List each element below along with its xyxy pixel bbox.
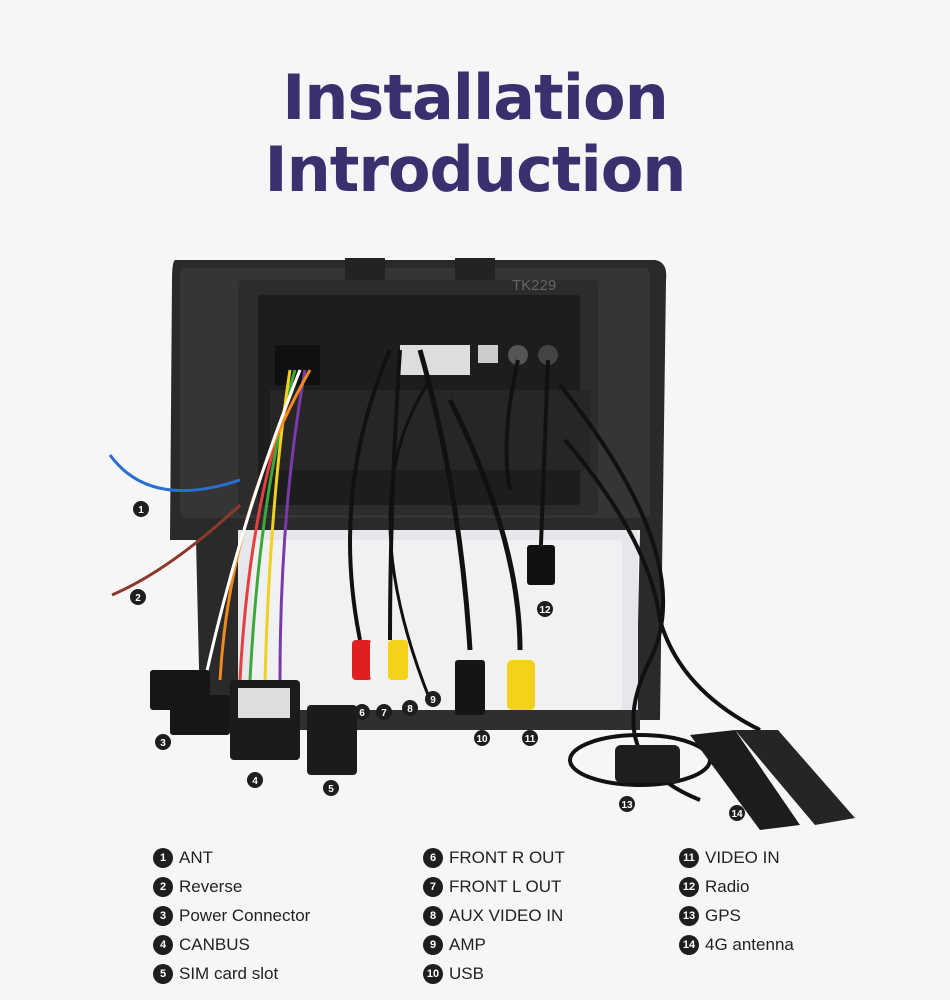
legend-label: GPS	[705, 905, 741, 925]
legend-item: 7 FRONT L OUT	[423, 872, 565, 901]
legend-label: AUX VIDEO IN	[449, 905, 564, 925]
legend-item: 5 SIM card slot	[153, 959, 310, 988]
legend-item: 11 VIDEO IN	[679, 843, 794, 872]
legend-number: 3	[153, 905, 173, 926]
legend-label: AMP	[449, 934, 486, 954]
callout-14: 14	[729, 805, 745, 821]
legend-label: FRONT L OUT	[449, 876, 562, 896]
legend: 1 ANT 2 Reverse 3 Power Connector 4 CANBUS 5…	[0, 843, 950, 993]
callout-2-label: 2	[135, 593, 141, 604]
callout-6-label: 6	[359, 708, 365, 719]
legend-number: 10	[423, 963, 443, 984]
legend-item: 2 Reverse	[153, 872, 310, 901]
legend-item: 8 AUX VIDEO IN	[423, 901, 565, 930]
antennas	[615, 730, 855, 830]
legend-label: Power Connector	[179, 905, 311, 925]
callout-1: 1	[133, 501, 149, 517]
callout-10-label: 10	[476, 734, 488, 745]
callout-10: 10	[474, 730, 490, 746]
callout-13-label: 13	[621, 800, 633, 811]
callout-11: 11	[522, 730, 538, 746]
legend-label: Reverse	[179, 876, 243, 896]
legend-item: 13 GPS	[679, 901, 794, 930]
wire-harness	[108, 349, 761, 802]
callout-1-label: 1	[138, 505, 144, 516]
callout-7: 7	[376, 704, 392, 720]
legend-item: 10 USB	[423, 959, 565, 988]
page-title: Installation Introduction	[0, 62, 950, 206]
callout-9-label: 9	[430, 695, 436, 706]
callout-12-label: 12	[539, 605, 551, 616]
legend-item: 6 FRONT R OUT	[423, 843, 565, 872]
legend-label: FRONT R OUT	[449, 847, 565, 867]
head-unit-photo: TK229	[108, 258, 855, 830]
title-line-2: Introduction	[264, 133, 687, 206]
legend-number: 5	[153, 963, 173, 984]
callout-9: 9	[425, 691, 441, 707]
callout-8: 8	[402, 700, 418, 716]
callout-2: 2	[130, 589, 146, 605]
legend-item: 14 4G antenna	[679, 930, 794, 959]
legend-label: Radio	[705, 876, 750, 896]
legend-label: VIDEO IN	[705, 847, 780, 867]
callout-7-label: 7	[381, 708, 387, 719]
callout-4: 4	[247, 772, 263, 788]
head-unit-frame: TK229	[170, 258, 667, 730]
legend-item: 4 CANBUS	[153, 930, 310, 959]
legend-item: 3 Power Connector	[153, 901, 310, 930]
legend-label: 4G antenna	[705, 934, 794, 954]
legend-number: 13	[679, 905, 699, 926]
callout-11-label: 11	[525, 734, 536, 745]
callout-6: 6	[354, 704, 370, 720]
legend-item: 12 Radio	[679, 872, 794, 901]
device-print: TK229	[512, 277, 556, 294]
callout-5-label: 5	[328, 784, 334, 795]
callout-3: 3	[155, 734, 171, 750]
legend-label: CANBUS	[179, 934, 250, 954]
legend-number: 7	[423, 876, 443, 897]
callout-13: 13	[619, 796, 635, 812]
rear-connectors	[275, 345, 558, 385]
legend-column-3: 11 VIDEO IN 12 Radio 13 GPS 14 4G antenna	[679, 843, 794, 959]
callout-12: 12	[537, 601, 553, 617]
legend-item: 1 ANT	[153, 843, 310, 872]
legend-number: 2	[153, 876, 173, 897]
callout-3-label: 3	[160, 738, 166, 749]
legend-number: 11	[679, 847, 699, 868]
callout-4-label: 4	[252, 776, 258, 787]
legend-column-1: 1 ANT 2 Reverse 3 Power Connector 4 CANBUS 5…	[153, 843, 310, 988]
legend-item: 9 AMP	[423, 930, 565, 959]
legend-number: 6	[423, 847, 443, 868]
legend-label: ANT	[179, 847, 213, 867]
power-plugs	[150, 670, 357, 775]
legend-label: SIM card slot	[179, 963, 279, 983]
callout-5: 5	[323, 780, 339, 796]
callout-14-label: 14	[731, 809, 743, 820]
legend-number: 14	[679, 934, 699, 955]
legend-number: 8	[423, 905, 443, 926]
title-line-1: Installation	[282, 61, 669, 134]
legend-number: 1	[153, 847, 173, 868]
rca-plugs	[352, 545, 555, 715]
legend-number: 12	[679, 876, 699, 897]
legend-number: 9	[423, 934, 443, 955]
legend-label: USB	[449, 963, 484, 983]
legend-number: 4	[153, 934, 173, 955]
callout-8-label: 8	[407, 704, 413, 715]
